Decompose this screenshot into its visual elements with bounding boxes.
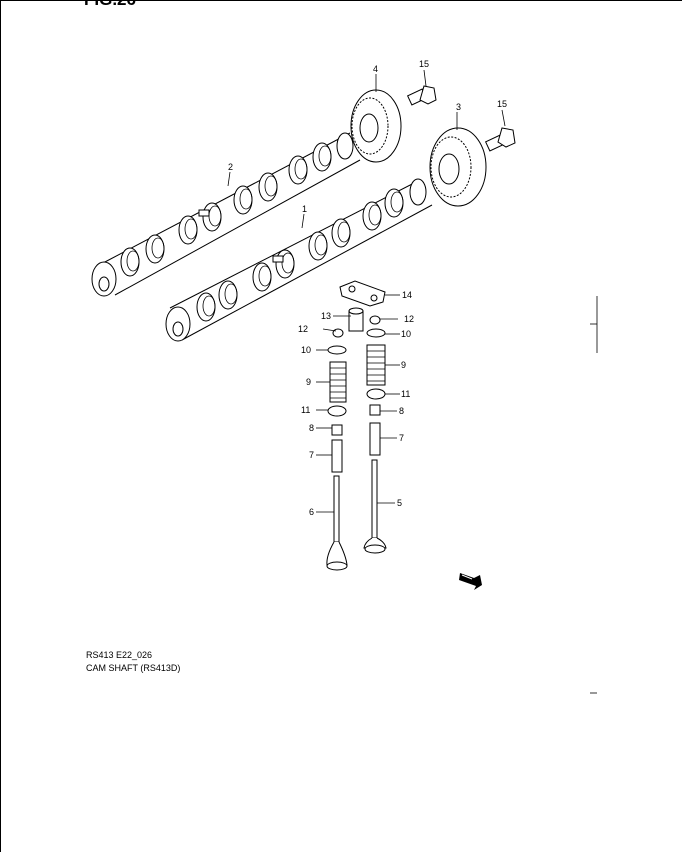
callout-13: 13 bbox=[321, 311, 331, 321]
callout-7-right: 7 bbox=[399, 433, 404, 443]
front-arrow-icon bbox=[459, 573, 482, 590]
callout-9-left: 9 bbox=[306, 377, 311, 387]
callout-10-left: 10 bbox=[301, 345, 311, 355]
callout-3: 3 bbox=[456, 102, 461, 112]
figure-title: FIG.26 bbox=[84, 0, 136, 10]
leader-lines bbox=[227, 69, 506, 513]
callout-15-lower: 15 bbox=[497, 99, 507, 109]
camshaft-lower bbox=[165, 178, 433, 342]
valve-stack-left bbox=[326, 328, 348, 571]
callout-14: 14 bbox=[402, 290, 412, 300]
callout-12-right: 12 bbox=[404, 314, 414, 324]
callout-2: 2 bbox=[228, 162, 233, 172]
callout-6: 6 bbox=[309, 507, 314, 517]
callout-5: 5 bbox=[397, 498, 402, 508]
callout-11-right: 11 bbox=[401, 389, 410, 399]
valve-tappet bbox=[348, 307, 364, 332]
callout-labels: 1 2 3 4 5 6 7 7 8 8 9 9 10 10 11 11 12 1… bbox=[228, 59, 507, 517]
callout-11-left: 11 bbox=[301, 405, 310, 415]
figure-name: CAM SHAFT (RS413D) bbox=[86, 663, 181, 673]
callout-10-right: 10 bbox=[401, 329, 411, 339]
callout-1: 1 bbox=[302, 204, 307, 214]
callout-9-right: 9 bbox=[401, 360, 406, 370]
callout-8-right: 8 bbox=[399, 406, 404, 416]
callout-7-left: 7 bbox=[309, 450, 314, 460]
sprocket-bolt-upper bbox=[406, 85, 437, 106]
camshaft-upper bbox=[91, 132, 361, 297]
sprocket-bolt-lower bbox=[484, 127, 516, 152]
camshaft-bracket bbox=[339, 280, 386, 307]
callout-12-left: 12 bbox=[298, 324, 308, 334]
cam-sprocket-lower bbox=[429, 127, 487, 207]
callout-15-upper: 15 bbox=[419, 59, 429, 69]
figure-code: RS413 E22_026 bbox=[86, 650, 153, 660]
cam-sprocket-upper bbox=[350, 89, 402, 163]
callout-8-left: 8 bbox=[309, 423, 314, 433]
valve-stack-right bbox=[363, 315, 387, 554]
callout-4: 4 bbox=[373, 64, 378, 74]
